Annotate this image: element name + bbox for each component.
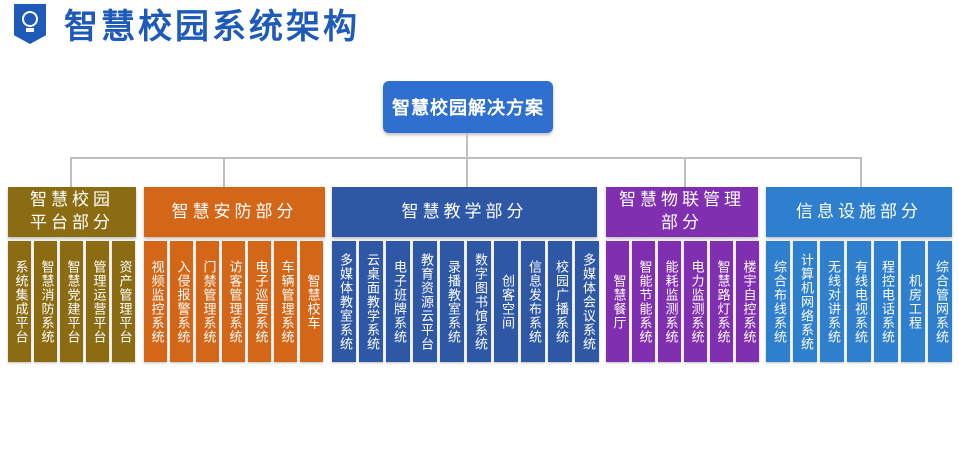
leaf-platform-4: 管理运营平台	[86, 241, 109, 362]
leaf-teaching-7: 创客空间	[494, 241, 518, 362]
leaf-teaching-5: 录播教室系统	[440, 241, 464, 362]
leaf-teaching-3: 电子班牌系统	[386, 241, 410, 362]
leaf-iot-1: 智慧餐厅	[606, 241, 629, 362]
leaf-teaching-4: 教育资源云平台	[413, 241, 437, 362]
leaf-infrastructure-2: 计算机网络系统	[793, 241, 817, 362]
leaf-platform-5: 资产管理平台	[112, 241, 135, 362]
connector-root-down	[466, 133, 468, 158]
leaf-infrastructure-5: 程控电话系统	[874, 241, 898, 362]
leaf-security-1: 视频监控系统	[144, 241, 167, 362]
leaf-infrastructure-1: 综合布线系统	[766, 241, 790, 362]
leaf-teaching-9: 校园广播系统	[548, 241, 572, 362]
category-iot: 智慧物联管理部分	[606, 187, 758, 237]
leaf-platform-1: 系统集成平台	[8, 241, 31, 362]
lightbulb-icon	[14, 4, 46, 44]
leaf-iot-6: 楼宇自控系统	[736, 241, 759, 362]
leaf-platform-2: 智慧消防系统	[34, 241, 57, 362]
leaf-security-5: 电子巡更系统	[248, 241, 271, 362]
connector-security	[223, 157, 225, 187]
category-teaching: 智慧教学部分	[332, 187, 597, 237]
root-node: 智慧校园解决方案	[383, 81, 553, 133]
leaf-teaching-2: 云桌面教学系统	[359, 241, 383, 362]
leaf-iot-3: 能耗监测系统	[658, 241, 681, 362]
page-title: 智慧校园系统架构	[64, 7, 360, 47]
leaf-iot-4: 电力监测系统	[684, 241, 707, 362]
connector-infrastructure	[860, 157, 862, 187]
connector-platform	[70, 157, 72, 187]
leaf-infrastructure-6: 机房工程	[901, 241, 925, 362]
leaf-iot-5: 智慧路灯系统	[710, 241, 733, 362]
connector-iot	[684, 157, 686, 187]
connector-teaching	[466, 157, 468, 187]
category-security: 智慧安防部分	[144, 187, 325, 237]
leaf-security-2: 入侵报警系统	[170, 241, 193, 362]
leaf-iot-2: 智能节能系统	[632, 241, 655, 362]
leaf-security-3: 门禁管理系统	[196, 241, 219, 362]
leaf-infrastructure-4: 有线电视系统	[847, 241, 871, 362]
leaf-teaching-8: 信息发布系统	[521, 241, 545, 362]
leaf-teaching-6: 数字图书馆系统	[467, 241, 491, 362]
leaf-teaching-1: 多媒体教室系统	[332, 241, 356, 362]
leaf-security-4: 访客管理系统	[222, 241, 245, 362]
category-infrastructure: 信息设施部分	[766, 187, 952, 237]
leaf-teaching-10: 多媒体会议系统	[575, 241, 599, 362]
leaf-infrastructure-3: 无线对讲系统	[820, 241, 844, 362]
leaf-platform-3: 智慧党建平台	[60, 241, 83, 362]
leaf-security-7: 智慧校车	[300, 241, 323, 362]
leaf-security-6: 车辆管理系统	[274, 241, 297, 362]
category-platform: 智慧校园平台部分	[8, 187, 136, 237]
leaf-infrastructure-7: 综合管网系统	[928, 241, 952, 362]
